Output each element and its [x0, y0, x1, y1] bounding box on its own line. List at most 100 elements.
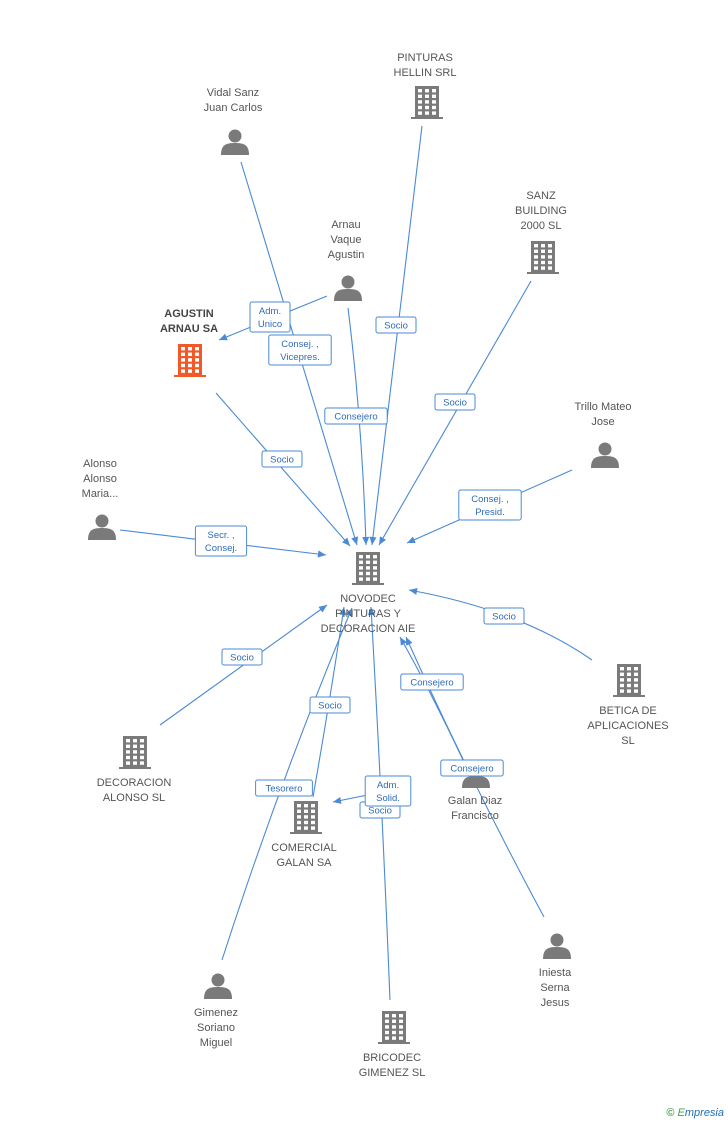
arrow-head: [317, 550, 326, 558]
edge-label-box[interactable]: [440, 759, 504, 777]
edge-label-text: Socio: [230, 653, 254, 664]
edge-label[interactable]: Consejero: [440, 759, 504, 777]
edge-label-box[interactable]: [309, 696, 351, 714]
person-icon[interactable]: [221, 129, 249, 156]
edge-label-box[interactable]: [249, 301, 291, 333]
edge-label[interactable]: Socio: [261, 450, 303, 468]
edge-label[interactable]: Socio: [375, 316, 417, 334]
edge-label-box[interactable]: [364, 775, 412, 807]
building-icon[interactable]: [174, 344, 206, 377]
node-label-line: BRICODEC: [363, 1052, 421, 1064]
person-icon[interactable]: [88, 514, 116, 541]
edge-label-box[interactable]: [458, 489, 522, 521]
copyright-symbol: ©: [666, 1107, 675, 1119]
edge-label[interactable]: Socio: [309, 696, 351, 714]
edge-label-line: Socio: [318, 701, 342, 712]
edge-label-box[interactable]: [221, 648, 263, 666]
node-label-line: 2000 SL: [521, 220, 562, 232]
building-icon[interactable]: [613, 664, 645, 697]
edge-label-box[interactable]: [375, 316, 417, 334]
edge-label-box[interactable]: [268, 334, 332, 366]
building-icon[interactable]: [378, 1011, 410, 1044]
edge-label[interactable]: Secr. ,Consej.: [194, 525, 248, 557]
edge-label-line: Secr. ,: [208, 530, 235, 541]
arrow-head: [362, 536, 370, 545]
edge-label[interactable]: Adm.Unico: [249, 301, 291, 333]
footer-credit[interactable]: ©Empresia: [666, 1107, 724, 1119]
node-label-line: Juan Carlos: [204, 102, 263, 114]
edge-label-box[interactable]: [261, 450, 303, 468]
edge-label-line: Vicepres.: [280, 352, 319, 363]
node-label-line: ARNAU SA: [160, 323, 218, 335]
edge-label[interactable]: Adm.Solid.: [364, 775, 412, 807]
person-icon[interactable]: [334, 275, 362, 302]
edge-line: [371, 125, 423, 546]
building-icon[interactable]: [352, 552, 384, 585]
edge-label-line: Socio: [270, 455, 294, 466]
edge-label-text: Socio: [384, 321, 408, 332]
edge-label[interactable]: Tesorero: [255, 779, 313, 797]
node-label-line: DECORACION AIE: [321, 623, 416, 635]
edge-label-box[interactable]: [400, 673, 464, 691]
edge-label[interactable]: Consej. ,Presid.: [458, 489, 522, 521]
building-icon[interactable]: [119, 736, 151, 769]
person-icon[interactable]: [591, 442, 619, 469]
edge-label-line: Unico: [258, 319, 282, 330]
node-label-line: Agustin: [328, 249, 365, 261]
edge-label[interactable]: Socio: [434, 393, 476, 411]
edge-label-text: Secr. ,Consej.: [205, 530, 237, 554]
edge-label[interactable]: Socio: [221, 648, 263, 666]
building-icon[interactable]: [290, 801, 322, 834]
edge-label[interactable]: Socio: [483, 607, 525, 625]
edge-label-line: Socio: [443, 398, 467, 409]
edge-label[interactable]: Consejero: [324, 407, 388, 425]
arrow-head: [369, 536, 377, 545]
edge-label-box[interactable]: [434, 393, 476, 411]
building-icon[interactable]: [527, 241, 559, 274]
building-icon[interactable]: [411, 86, 443, 119]
edge-label-box[interactable]: [194, 525, 248, 557]
person-icon[interactable]: [204, 973, 232, 1000]
edge-label-box[interactable]: [255, 779, 313, 797]
edge-label-box[interactable]: [324, 407, 388, 425]
arrow-head: [409, 587, 418, 595]
edge-label[interactable]: Consejero: [400, 673, 464, 691]
arrow-head: [400, 637, 407, 646]
edge-label[interactable]: Consej. ,Vicepres.: [268, 334, 332, 366]
node-label-line: APLICACIONES: [587, 720, 668, 732]
edge-label-box[interactable]: [483, 607, 525, 625]
edge-label-text: Socio: [318, 701, 342, 712]
edge-label-text: Socio: [270, 455, 294, 466]
person-icon[interactable]: [543, 933, 571, 960]
